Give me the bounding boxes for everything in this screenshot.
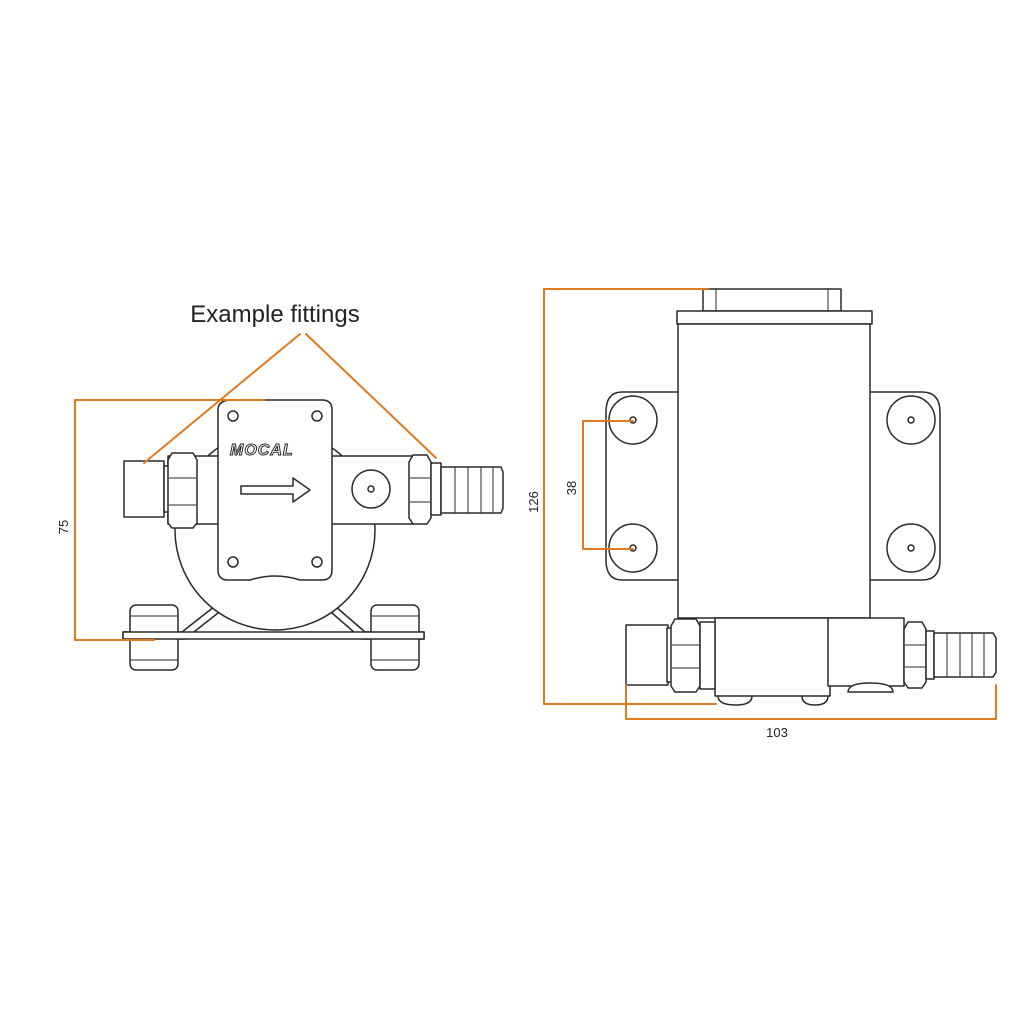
- pump-head: [714, 617, 831, 697]
- left-fitting: [123, 452, 198, 529]
- dimension-75: 75: [56, 399, 265, 641]
- dimension-126: 126: [526, 288, 717, 705]
- motor-cap: [702, 288, 842, 312]
- side-left-fitting: [625, 618, 716, 693]
- right-fitting: [408, 454, 504, 525]
- leader-line-right: [305, 333, 437, 459]
- motor-body: [677, 323, 871, 619]
- brand-logo: MOCAL: [230, 442, 294, 459]
- front-view: MOCAL 75: [56, 301, 504, 671]
- outlet-port: [351, 469, 391, 509]
- dimension-38-label: 38: [564, 481, 579, 495]
- dimension-75-label: 75: [56, 520, 71, 534]
- leader-line-left: [143, 333, 301, 464]
- side-right-fitting: [903, 621, 997, 689]
- mounting-bracket: [122, 604, 425, 671]
- dimension-103-label: 103: [766, 725, 788, 740]
- dimension-38: 38: [564, 420, 634, 550]
- flow-arrow-icon: [240, 477, 311, 503]
- side-view: 126 38 103: [526, 288, 997, 740]
- example-fittings-label: Example fittings: [190, 301, 359, 328]
- motor-cap-rim: [676, 310, 873, 325]
- dimension-126-label: 126: [526, 491, 541, 513]
- face-plate: MOCAL: [217, 399, 333, 581]
- right-mounting-flange: [867, 391, 941, 581]
- dimension-103: 103: [625, 684, 997, 740]
- left-mounting-flange: [605, 391, 681, 581]
- example-fittings-callout: Example fittings: [143, 301, 437, 464]
